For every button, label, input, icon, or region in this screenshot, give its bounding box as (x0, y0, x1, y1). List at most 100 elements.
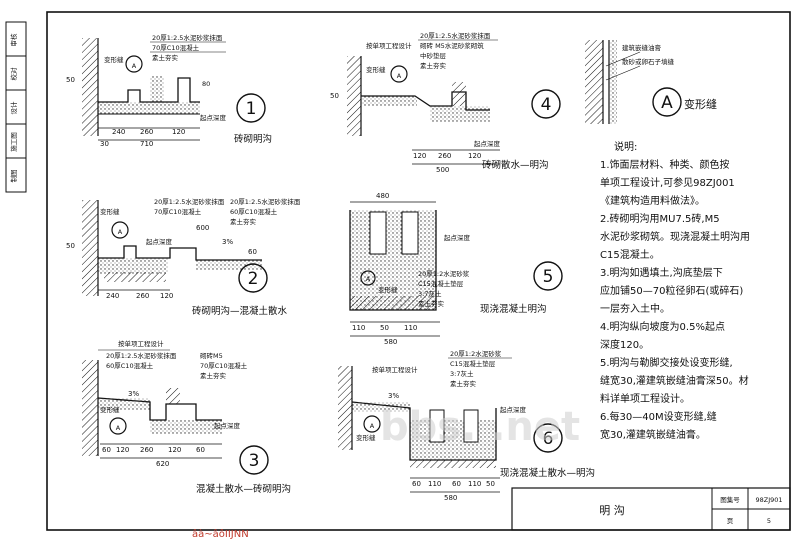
stamp-0: 审核 (9, 33, 18, 47)
notes-line-9: 4.明沟纵向坡度为0.5%起点 (600, 320, 725, 333)
detail-2-dim-5: 120 (160, 292, 173, 300)
detail-5-caption: 现浇混凝土明沟 (480, 303, 547, 315)
detail-6-layer-4: 素土夯实 (450, 379, 477, 388)
detail-3-note-0: 变形缝 (100, 405, 120, 414)
detail-6-layer-0: 按单项工程设计 (372, 365, 418, 374)
notes-line-7: 应加铺50—70粒径卵石(或碎石) (600, 284, 743, 297)
detail-1-note-2: 80 (202, 80, 210, 88)
detail-5-dim-1: 110 (352, 324, 365, 332)
detail-2-layer-1: 70厚C10混凝土 (154, 207, 202, 216)
detail-2-dim-6: 50 (66, 242, 75, 250)
detail-3-note-1: 起点深度 (214, 421, 241, 430)
detail-5: 480 A 变形缝 起点深度 20厚1:2水泥砂浆 C15混凝土垫层 3:7灰土… (349, 192, 563, 346)
detail-4-note-0: 变形缝 (366, 65, 386, 74)
detail-6-dim-3: 110 (468, 480, 481, 488)
detail-6-dim-2: 60 (452, 480, 461, 488)
notes-line-15: 宽30,灌建筑嵌缝油膏。 (600, 428, 706, 441)
detail-1-number: 1 (246, 99, 257, 119)
detail-6: A 变形缝 按单项工程设计 20厚1:2水泥砂浆 C15混凝土垫层 3:7灰土 … (338, 349, 595, 502)
notes-line-1: 单项工程设计,可参见98ZJ001 (600, 176, 735, 189)
notes-line-2: 《建筑构造用料做法》。 (600, 194, 705, 207)
notes-line-8: 一层夯入土中。 (600, 302, 670, 315)
notes-line-6: 3.明沟如遇填土,沟底垫层下 (600, 266, 723, 279)
detail-1-dim-0: 240 (112, 128, 125, 136)
detail-2-number: 2 (248, 269, 259, 289)
detail-3-layer-3: 砌砖M5 (200, 351, 223, 360)
detail-3-caption: 混凝土散水—砖砌明沟 (196, 483, 291, 495)
detail-4-dim-2: 120 (468, 152, 481, 160)
detail-5-layer-1: C15混凝土垫层 (418, 279, 464, 288)
detail-6-layer-3: 3:7灰土 (450, 369, 474, 378)
detail-3-dim-3: 120 (168, 446, 181, 454)
detail-1-note-1: 起点深度 (200, 113, 227, 122)
detail-1-dim-1: 260 (140, 128, 153, 136)
detail-2-dim-1: 3% (222, 238, 233, 246)
title-block-title: 明 沟 (599, 504, 625, 517)
detail-3-dim-1: 120 (116, 446, 129, 454)
detail-1-dim-4: 710 (140, 140, 153, 148)
detail-4-layer-1: 20厚1:2.5水泥砂浆抹面 (420, 31, 491, 40)
svg-text:A: A (116, 424, 121, 432)
detail-4-layer-3: 中砂垫层 (420, 51, 447, 60)
detail-3-dim-6: 3% (128, 390, 139, 398)
detail-6-dim-0: 60 (412, 480, 421, 488)
detail-4-layer-0: 按单项工程设计 (366, 41, 412, 50)
svg-text:A: A (118, 228, 123, 236)
detail-5-layer-2: 3:7灰土 (418, 289, 442, 298)
detail-1-wall (82, 38, 98, 136)
detail-3-dim-4: 60 (196, 446, 205, 454)
detail-4-layer-4: 素土夯实 (420, 61, 447, 70)
detail-4: A 变形缝 按单项工程设计 20厚1:2.5水泥砂浆抹面 砌砖 M5水泥砂浆砌筑… (330, 31, 561, 174)
side-stamp: 审核 校对 设计 施工图 制图 (5, 21, 27, 193)
detail-5-note-1: 起点深度 (444, 233, 471, 242)
detail-1-dim-3: 30 (100, 140, 109, 148)
detail-6-layer-2: C15混凝土垫层 (450, 359, 496, 368)
detail-2-dim-2: 60 (248, 248, 257, 256)
detail-2-dim-0: 600 (196, 224, 209, 232)
detail-3-dim-2: 260 (140, 446, 153, 454)
detail-6-caption: 现浇混凝土散水—明沟 (500, 467, 595, 479)
stamp-3: 施工图 (9, 132, 18, 152)
detail-6-note-1: 起点深度 (500, 405, 527, 414)
detail-3-dim-0: 60 (102, 446, 111, 454)
detail-3-dim-5: 620 (156, 460, 169, 468)
notes-line-14: 6.每30—40M设变形缝,缝 (600, 410, 717, 423)
notes-line-4: 水泥砂浆砌筑。现浇混凝土明沟用 (600, 230, 750, 243)
svg-text:A: A (397, 72, 402, 80)
notes-line-12: 缝宽30,灌建筑嵌缝油膏深50。材 (600, 374, 749, 387)
notes-heading: 说明: (614, 140, 637, 153)
detail-4-layer-2: 砌砖 M5水泥砂浆砌筑 (420, 41, 484, 50)
detail-3-layer-4: 70厚C10混凝土 (200, 361, 248, 370)
detail-2-note-1: 起点深度 (146, 237, 173, 246)
detail-2-dim-4: 260 (136, 292, 149, 300)
detail-3-layer-0: 按单项工程设计 (118, 339, 164, 348)
detail-5-dim-2: 50 (380, 324, 389, 332)
detail-a-layer-0: 建筑嵌缝油膏 (622, 43, 662, 52)
stamp-4: 制图 (9, 170, 18, 183)
detail-1-deformation-marker (125, 55, 143, 73)
detail-5-dim-0: 480 (376, 192, 389, 200)
detail-4-dim-3: 500 (436, 166, 449, 174)
detail-4-caption: 砖砌散水—明沟 (482, 159, 549, 171)
detail-3-layer-5: 素土夯实 (200, 371, 227, 380)
detail-6-dim-5: 580 (444, 494, 457, 502)
page-value: 5 (767, 517, 771, 525)
detail-2-layer-4: 素土夯实 (230, 217, 257, 226)
notes-line-13: 料详单项工程设计。 (600, 392, 690, 405)
detail-2-layer-0: 20厚1:2.5水泥砂浆抹面 (154, 197, 225, 206)
notes-line-3: 2.砖砌明沟用MU7.5砖,M5 (600, 212, 720, 225)
detail-1-note-0: 变形缝 (104, 55, 124, 64)
detail-6-note-0: 变形缝 (356, 433, 376, 442)
detail-2-layer-3: 60厚C10混凝土 (230, 207, 278, 216)
notes-line-0: 1.饰面层材料、种类、颜色按 (600, 158, 730, 171)
detail-3-number: 3 (249, 451, 260, 471)
detail-4-dim-1: 260 (438, 152, 451, 160)
atlas-label: 图集号 (720, 495, 740, 504)
detail-a-layer-1: 散砂或卵石子填缝 (622, 57, 675, 66)
detail-a-number: A (661, 93, 673, 113)
detail-2-note-0: 变形缝 (100, 207, 120, 216)
detail-3-layer-2: 60厚C10混凝土 (106, 361, 154, 370)
atlas-value: 98ZJ901 (755, 496, 782, 504)
detail-1-dim-5: 50 (66, 76, 75, 84)
